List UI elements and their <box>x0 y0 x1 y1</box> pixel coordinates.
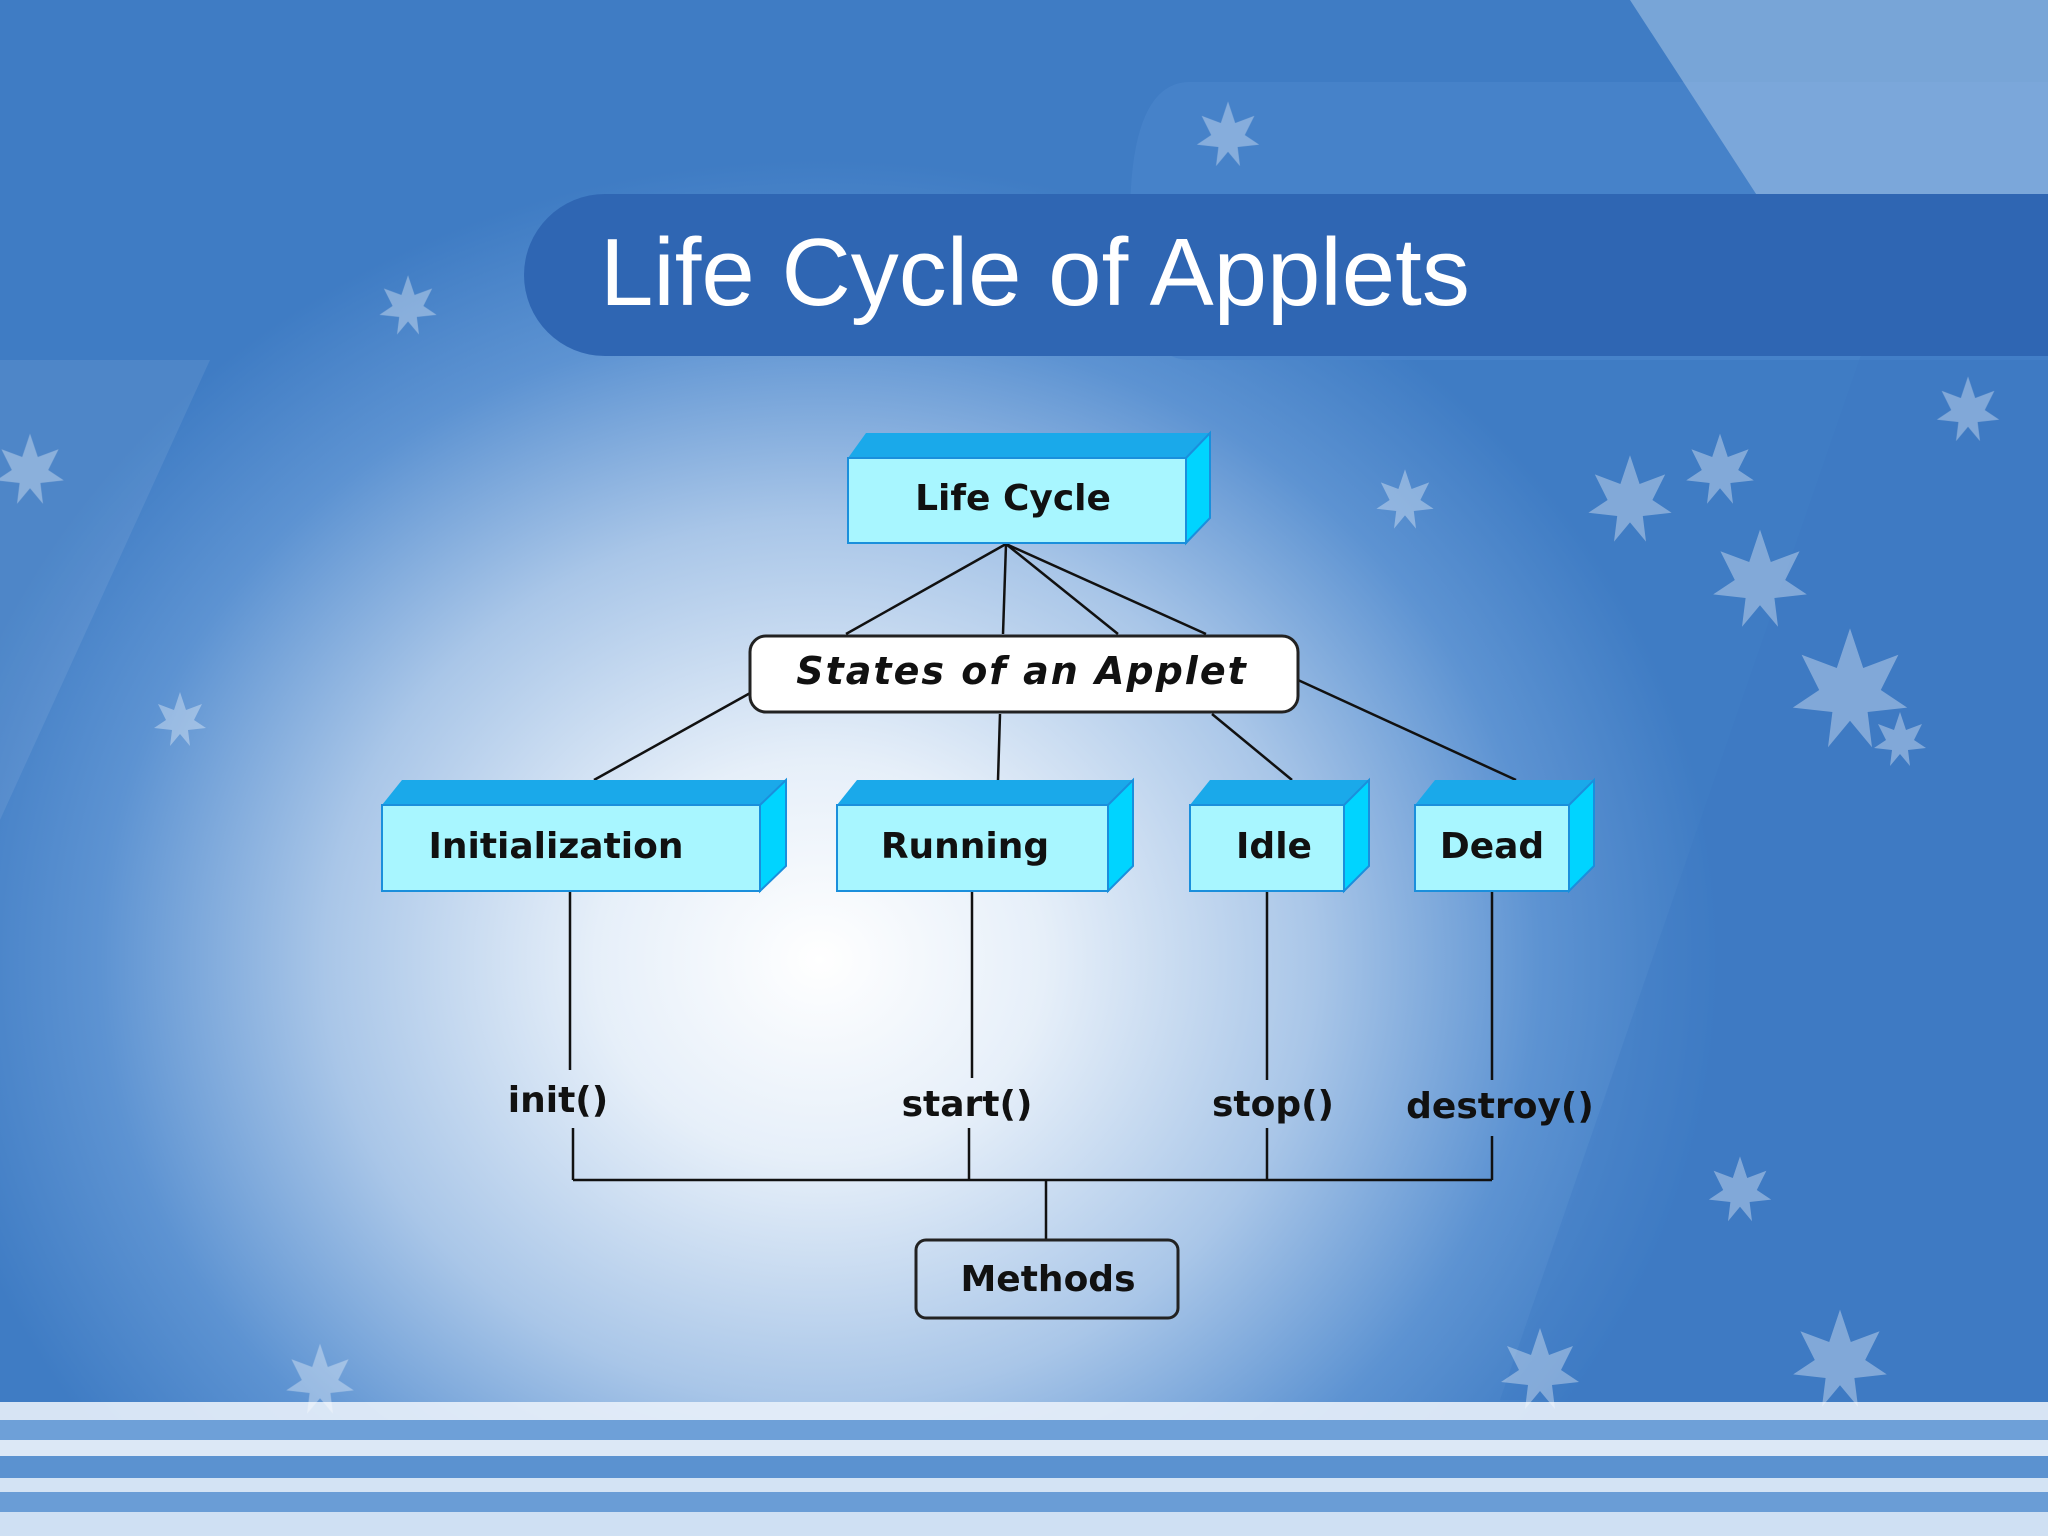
states-header: States of an Applet <box>748 634 1300 714</box>
methods-label: Methods <box>960 1259 1135 1300</box>
node-label: Initialization <box>428 826 683 867</box>
bg-stripe <box>0 1420 2048 1440</box>
bg-panel-right <box>1500 300 2048 1400</box>
states-header-label: States of an Applet <box>796 649 1248 693</box>
connector-line <box>996 713 1002 781</box>
title-bar <box>524 194 2048 356</box>
node-label: Dead <box>1440 826 1544 867</box>
maple-leaf-icon <box>1792 628 1908 748</box>
maple-leaf-icon <box>1936 376 2000 442</box>
node-dead: Dead <box>1414 777 1595 894</box>
maple-leaf-icon <box>379 275 437 335</box>
maple-leaf-icon <box>1874 712 1926 766</box>
states-header-box <box>748 634 1300 714</box>
box-front-face <box>836 804 1109 892</box>
maple-leaf-icon <box>1376 469 1434 529</box>
maple-leaf-icon <box>286 1343 354 1414</box>
node-life-cycle: Life Cycle <box>847 430 1211 546</box>
connector-line <box>593 690 753 782</box>
node-label: Running <box>881 826 1049 867</box>
maple-leaf-icon <box>0 433 64 504</box>
node-running: Running <box>836 777 1134 894</box>
box-front-face <box>381 804 761 892</box>
maple-leaf-icon <box>1501 1328 1579 1409</box>
node-idle: Idle <box>1189 777 1370 894</box>
bg-stripe <box>0 1402 2048 1420</box>
bg-stripe <box>0 1512 2048 1536</box>
connector-line <box>1001 543 1008 635</box>
method-label-destroy: destroy() <box>1406 1086 1594 1127</box>
node-initialization: Initialization <box>381 777 787 894</box>
connector-line <box>1005 542 1207 636</box>
maple-leaf-icon <box>1196 101 1260 167</box>
bg-light-wedge <box>1630 0 2048 200</box>
maple-leaf-icon <box>1793 1309 1887 1407</box>
maple-leaf-icon <box>154 692 206 746</box>
box-top-face <box>1415 780 1594 805</box>
method-label-init: init() <box>508 1080 608 1121</box>
box-front-face <box>1414 804 1570 892</box>
box-top-face <box>848 433 1210 458</box>
box-front-face <box>1189 804 1345 892</box>
box-front-face <box>847 457 1187 544</box>
node-label: Life Cycle <box>915 478 1111 519</box>
bg-panel-left <box>0 360 210 820</box>
maple-leaf-icon <box>1588 455 1672 542</box>
methods-box <box>914 1238 1180 1320</box>
method-label-start: start() <box>902 1084 1033 1125</box>
maple-leaf-icons <box>0 101 2000 1414</box>
bg-stripe <box>0 1478 2048 1492</box>
connector-line <box>845 542 1007 636</box>
box-top-face <box>1190 780 1369 805</box>
bg-stripe <box>0 1492 2048 1512</box>
slide-title: Life Cycle of Applets <box>600 219 1470 326</box>
bg-stripe <box>0 1456 2048 1478</box>
connector-line <box>1005 543 1119 635</box>
maple-leaf-icon <box>1713 529 1807 627</box>
box-top-face <box>382 780 786 805</box>
method-label-stop: stop() <box>1212 1084 1334 1125</box>
maple-leaf-icon <box>1708 1156 1772 1222</box>
connector-line <box>1297 678 1517 782</box>
box-top-face <box>837 780 1133 805</box>
connector-line <box>1211 713 1293 781</box>
node-label: Idle <box>1236 826 1312 867</box>
methods-node: Methods <box>914 1238 1180 1320</box>
bg-stripe <box>0 1440 2048 1456</box>
maple-leaf-icon <box>1686 433 1754 504</box>
